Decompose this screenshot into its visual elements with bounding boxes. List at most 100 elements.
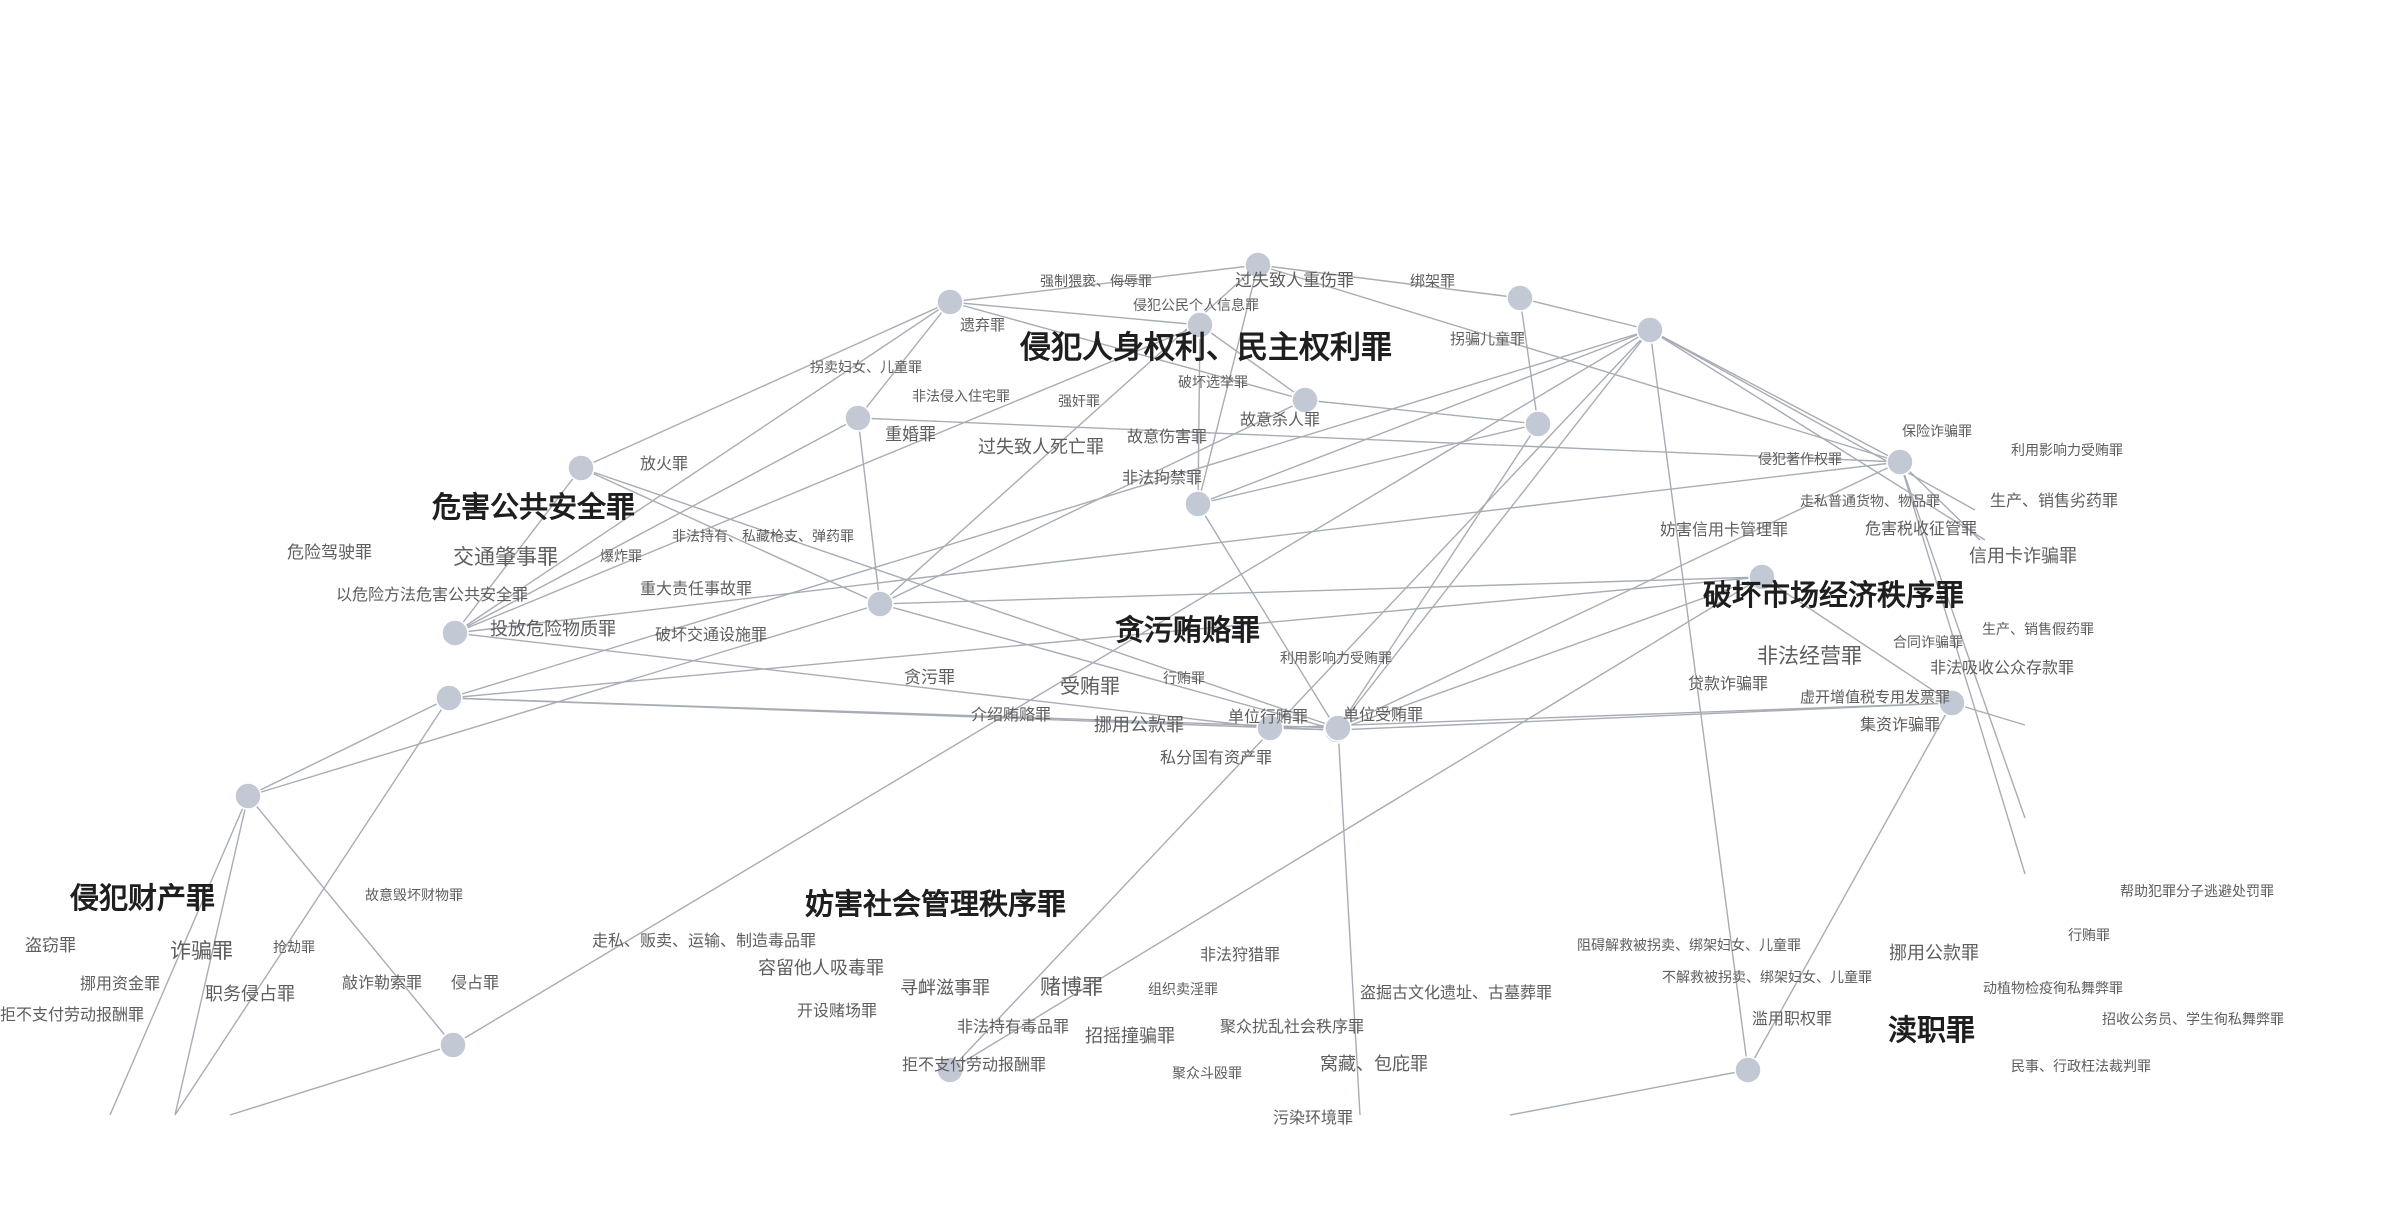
node-label: 信用卡诈骗罪 bbox=[1969, 546, 2077, 567]
graph-edge bbox=[452, 329, 1651, 1046]
node-label: 动植物检疫徇私舞弊罪 bbox=[1983, 981, 2123, 997]
node-label: 阻碍解救被拐卖、绑架妇女、儿童罪 bbox=[1577, 937, 1801, 954]
graph-edge bbox=[857, 417, 1901, 463]
node-label: 放火罪 bbox=[640, 454, 688, 473]
node-label: 重婚罪 bbox=[885, 425, 936, 445]
category-label: 贪污贿赂罪 bbox=[1115, 613, 1260, 647]
node-label: 挪用资金罪 bbox=[80, 974, 160, 993]
graph-node[interactable] bbox=[1186, 311, 1214, 339]
node-label: 非法持有毒品罪 bbox=[957, 1017, 1069, 1036]
graph-edge bbox=[1257, 264, 1901, 463]
graph-node[interactable] bbox=[1324, 714, 1352, 742]
node-label: 贷款诈骗罪 bbox=[1688, 674, 1768, 693]
graph-edge-offpage bbox=[1899, 461, 2026, 819]
node-label: 以危险方法危害公共安全罪 bbox=[336, 585, 528, 604]
node-label: 非法狩猎罪 bbox=[1200, 945, 1280, 964]
node-label: 介绍贿赂罪 bbox=[971, 705, 1051, 724]
graph-edge bbox=[580, 467, 1339, 729]
node-label: 投放危险物质罪 bbox=[490, 619, 616, 640]
graph-node[interactable] bbox=[441, 619, 469, 647]
graph-node[interactable] bbox=[936, 288, 964, 316]
node-label: 保险诈骗罪 bbox=[1902, 424, 1972, 440]
graph-edge bbox=[949, 301, 1306, 401]
node-label: 行贿罪 bbox=[1163, 671, 1205, 687]
category-label: 妨害社会管理秩序罪 bbox=[805, 887, 1066, 921]
graph-node[interactable] bbox=[1636, 316, 1664, 344]
node-label: 过失致人死亡罪 bbox=[978, 437, 1104, 458]
graph-edge bbox=[448, 329, 1651, 699]
node-label: 重大责任事故罪 bbox=[640, 579, 752, 598]
graph-edge bbox=[1337, 329, 1651, 729]
graph-node[interactable] bbox=[234, 782, 262, 810]
node-label: 绑架罪 bbox=[1410, 272, 1455, 290]
graph-node[interactable] bbox=[435, 684, 463, 712]
graph-node[interactable] bbox=[1184, 490, 1212, 518]
node-label: 故意毁坏财物罪 bbox=[365, 887, 463, 904]
graph-edge bbox=[879, 576, 1763, 605]
graph-edge bbox=[1197, 423, 1539, 505]
graph-edge-offpage bbox=[229, 1044, 454, 1116]
graph-edge-offpage bbox=[109, 795, 249, 1116]
graph-node[interactable] bbox=[1244, 251, 1272, 279]
graph-node[interactable] bbox=[1748, 563, 1776, 591]
graph-edge-offpage bbox=[1899, 461, 2026, 875]
graph-node[interactable] bbox=[1524, 410, 1552, 438]
node-label: 侵犯公民个人信息罪 bbox=[1133, 297, 1259, 314]
node-label: 聚众扰乱社会秩序罪 bbox=[1220, 1017, 1364, 1036]
graph-node[interactable] bbox=[1291, 386, 1319, 414]
node-label: 走私、贩卖、运输、制造毒品罪 bbox=[592, 931, 816, 950]
node-label: 贪污罪 bbox=[904, 668, 955, 688]
graph-edge bbox=[454, 417, 859, 634]
graph-node[interactable] bbox=[1886, 448, 1914, 476]
graph-edge bbox=[949, 576, 1763, 1071]
graph-edge bbox=[580, 301, 951, 469]
graph-node[interactable] bbox=[1256, 714, 1284, 742]
node-label: 招收公务员、学生徇私舞弊罪 bbox=[2102, 1012, 2284, 1028]
graph-edge bbox=[1336, 576, 1763, 731]
graph-node[interactable] bbox=[1506, 284, 1534, 312]
graph-edge-offpage bbox=[174, 697, 450, 1116]
node-label: 帮助犯罪分子逃避处罚罪 bbox=[2120, 884, 2274, 900]
graph-node[interactable] bbox=[1938, 689, 1966, 717]
node-label: 故意杀人罪 bbox=[1240, 410, 1320, 429]
graph-node[interactable] bbox=[866, 590, 894, 618]
graph-edge bbox=[454, 461, 1901, 634]
graph-edge bbox=[1197, 264, 1259, 505]
node-label: 非法吸收公众存款罪 bbox=[1930, 658, 2074, 677]
label-layer: 侵犯人身权利、民主权利罪危害公共安全罪破坏市场经济秩序罪贪污贿赂罪侵犯财产罪妨害… bbox=[0, 271, 2284, 1127]
node-label: 集资诈骗罪 bbox=[1860, 715, 1940, 734]
node-label: 合同诈骗罪 bbox=[1893, 635, 1963, 651]
graph-edge bbox=[454, 467, 582, 634]
node-label: 拒不支付劳动报酬罪 bbox=[0, 1005, 144, 1024]
graph-node[interactable] bbox=[936, 1056, 964, 1084]
category-label: 危害公共安全罪 bbox=[432, 490, 635, 524]
graph-edge bbox=[1197, 324, 1201, 505]
node-label: 侵犯著作权罪 bbox=[1758, 451, 1842, 468]
graph-edge-offpage bbox=[1509, 1069, 1749, 1116]
node-label: 受贿罪 bbox=[1060, 674, 1120, 698]
graph-edge bbox=[454, 324, 1201, 634]
graph-edge bbox=[1337, 461, 1901, 729]
node-label: 拒不支付劳动报酬罪 bbox=[902, 1055, 1046, 1074]
graph-node[interactable] bbox=[1734, 1056, 1762, 1084]
node-label: 污染环境罪 bbox=[1273, 1108, 1353, 1127]
graph-edge bbox=[1199, 324, 1306, 401]
graph-node[interactable] bbox=[844, 404, 872, 432]
graph-edge bbox=[1519, 297, 1539, 425]
graph-edge bbox=[857, 301, 951, 419]
graph-node[interactable] bbox=[439, 1031, 467, 1059]
graph-edge bbox=[1257, 264, 1521, 299]
node-label: 组织卖淫罪 bbox=[1148, 982, 1218, 998]
node-label: 诈骗罪 bbox=[170, 939, 233, 963]
graph-edge bbox=[1197, 503, 1338, 731]
graph-edge bbox=[1336, 423, 1539, 731]
graph-edge bbox=[1197, 329, 1651, 505]
graph-edge bbox=[247, 603, 881, 797]
node-label: 走私普通货物、物品罪 bbox=[1800, 493, 1940, 510]
graph-edge bbox=[879, 603, 1338, 731]
graph-edge bbox=[949, 264, 1259, 303]
graph-node[interactable] bbox=[567, 454, 595, 482]
node-label: 私分国有资产罪 bbox=[1160, 748, 1272, 767]
node-label: 拐卖妇女、儿童罪 bbox=[810, 359, 922, 376]
